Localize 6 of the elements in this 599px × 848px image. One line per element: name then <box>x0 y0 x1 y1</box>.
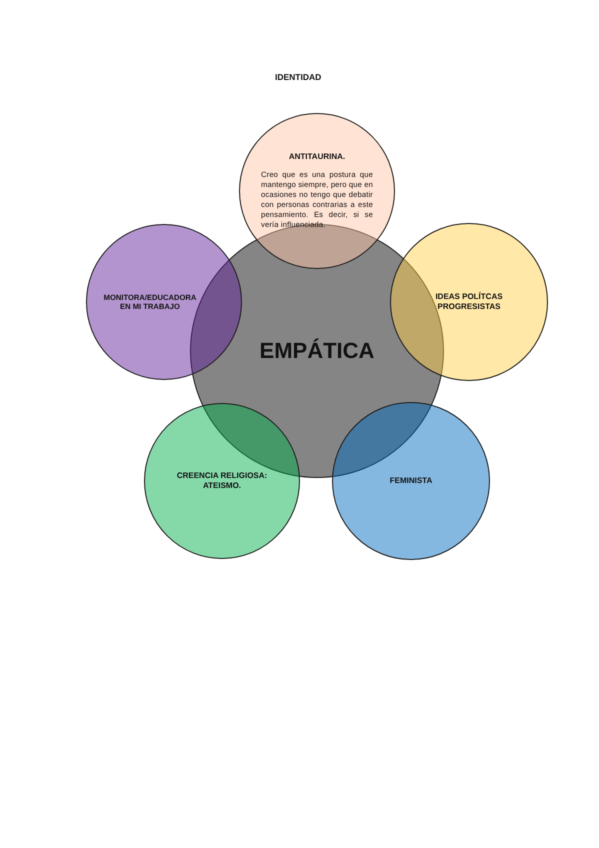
title: IDENTIDAD <box>275 72 322 82</box>
label: CREENCIA RELIGIOSA: ATEISMO. <box>176 471 268 491</box>
label: FEMINISTA <box>390 476 432 486</box>
label: EMPÁTICA <box>260 337 374 365</box>
heading: ANTITAURINA. <box>288 152 346 162</box>
label: IDEAS POLÍTCAS PROGRESISTAS <box>434 292 504 312</box>
